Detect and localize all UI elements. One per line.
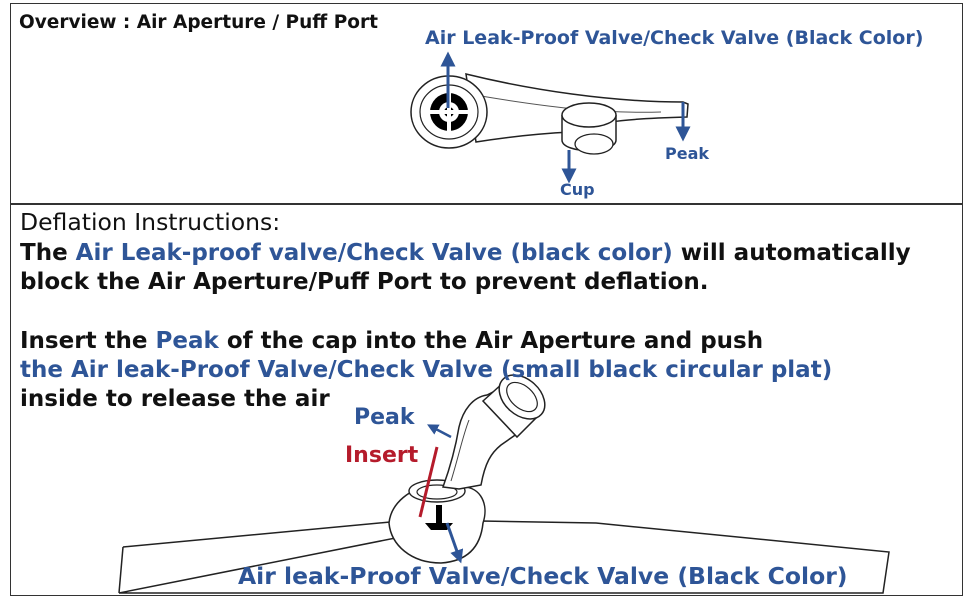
valve-label-bottom: Air leak-Proof Valve/Check Valve (Black … <box>238 562 848 590</box>
line1-a: The <box>20 240 76 266</box>
valve-label-top: Air Leak-Proof Valve/Check Valve (Black … <box>425 27 924 49</box>
valve-arrow-icon <box>445 522 464 564</box>
line3-a: Insert the <box>20 328 156 354</box>
line3-c: of the cap into the Air Aperture and pus… <box>218 328 764 354</box>
inflatable-surface <box>118 520 890 594</box>
overview-title: Overview : Air Aperture / Puff Port <box>19 12 378 33</box>
overview-panel: Overview : Air Aperture / Puff Port Air … <box>10 3 963 204</box>
cup-label: Cup <box>560 180 595 199</box>
peak-arrow-icon <box>427 424 452 439</box>
instruction-line-1: The Air Leak-proof valve/Check Valve (bl… <box>20 239 911 268</box>
insert-line <box>418 446 439 518</box>
insert-label: Insert <box>345 443 419 468</box>
line1-highlight: Air Leak-proof valve/Check Valve (black … <box>75 240 673 266</box>
valve-cap-side-view-illustration <box>118 374 890 594</box>
deflation-panel: Deflation Instructions: The Air Leak-pro… <box>10 204 963 596</box>
instruction-line-3: Insert the Peak of the cap into the Air … <box>20 327 763 356</box>
instruction-line-2: block the Air Aperture/Puff Port to prev… <box>20 269 709 295</box>
peak-label-top: Peak <box>665 144 710 163</box>
black-valve-icon <box>425 523 453 530</box>
deflation-heading: Deflation Instructions: <box>20 208 281 236</box>
peak-label-bottom: Peak <box>354 405 415 430</box>
valve-cap-top-view-illustration <box>410 51 691 184</box>
line1-c: will automatically <box>672 240 911 266</box>
instruction-line-4: the Air leak-Proof Valve/Check Valve (sm… <box>20 357 833 383</box>
instruction-line-5: inside to release the air <box>20 386 330 412</box>
line3-highlight: Peak <box>155 328 219 354</box>
